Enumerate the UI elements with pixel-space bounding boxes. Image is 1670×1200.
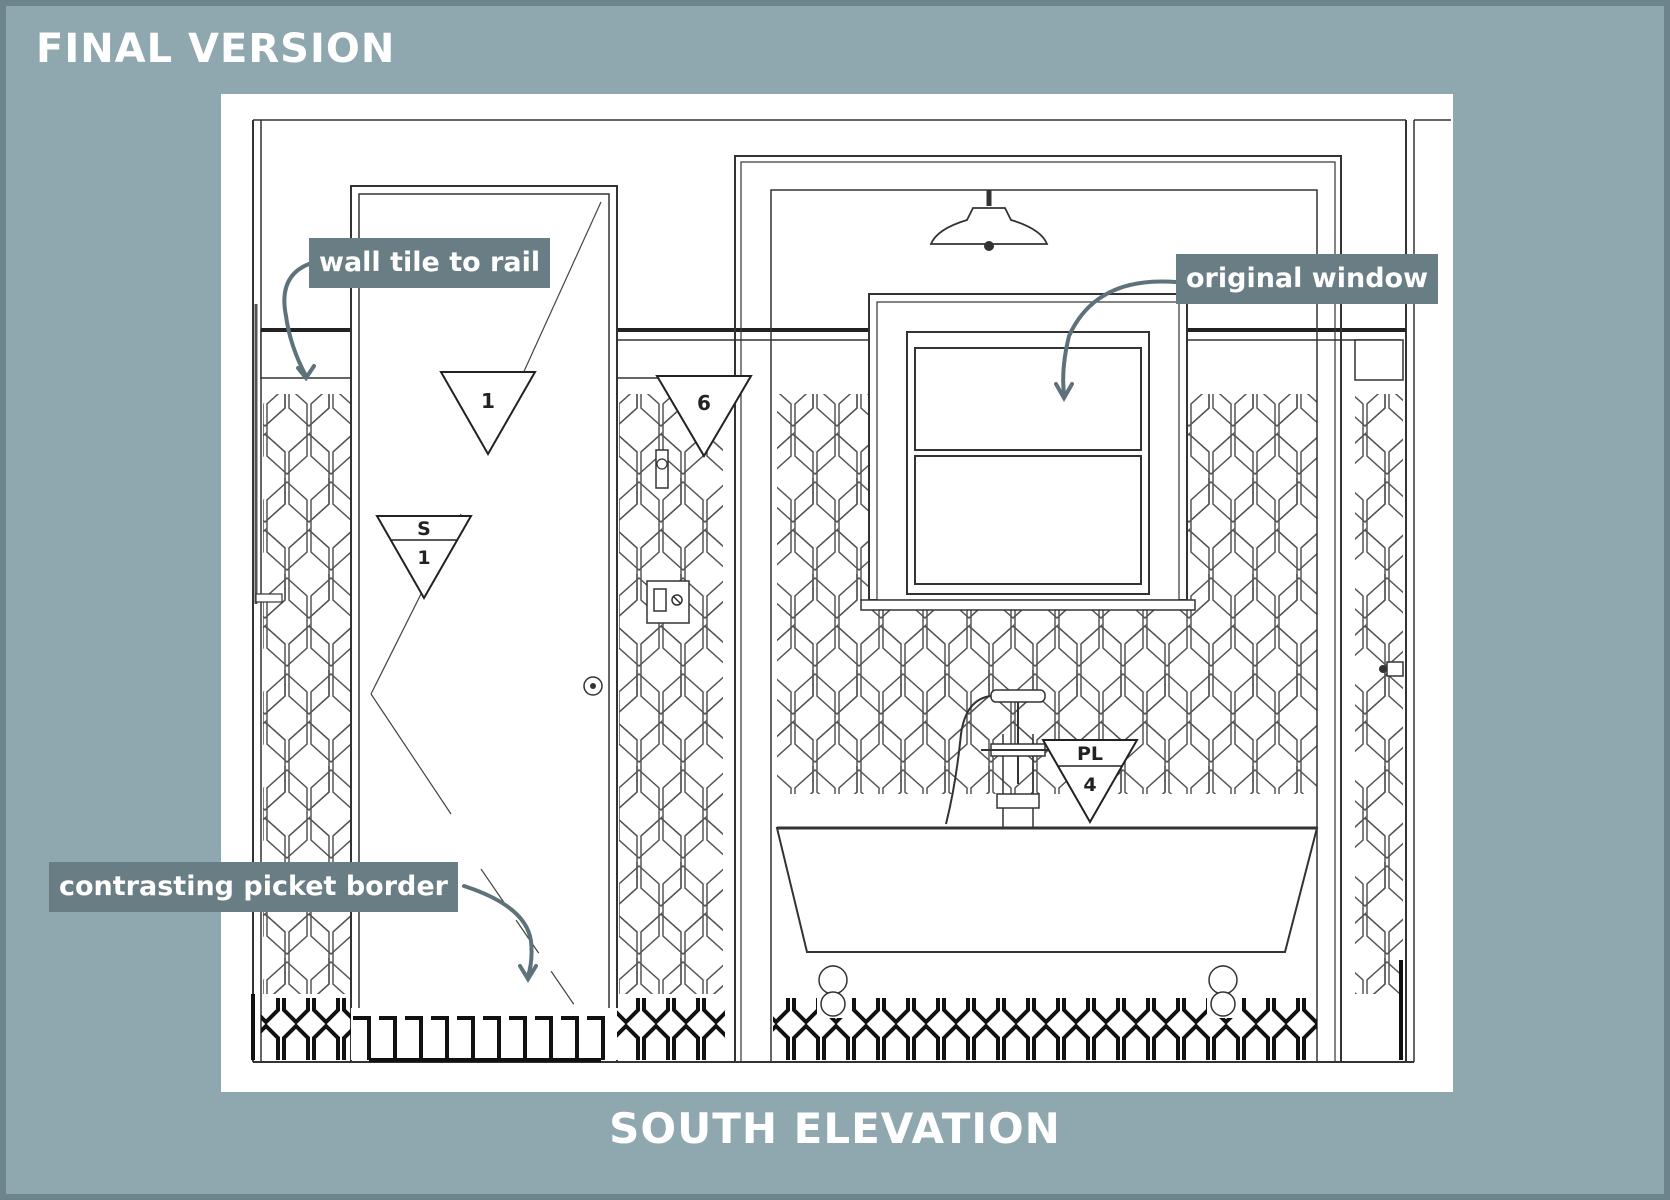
tag-6: 6	[655, 375, 753, 458]
tag-shower-bottom: 1	[417, 547, 430, 569]
callout-picket-border: contrasting picket border	[49, 862, 458, 912]
original-window	[860, 293, 1196, 611]
tag-plumbing-pl4: PL 4	[1041, 739, 1139, 825]
tag-6-label: 6	[697, 391, 711, 415]
bath-alcove	[734, 155, 1342, 1063]
drawing-caption: SOUTH ELEVATION	[609, 1104, 1061, 1153]
presentation-board: FINAL VERSION	[6, 6, 1664, 1194]
callout-wall-tile: wall tile to rail	[309, 238, 551, 288]
tag-plumbing-top: PL	[1077, 743, 1103, 765]
picket-border	[261, 965, 1317, 1062]
tag-plumbing-bottom: 4	[1083, 774, 1096, 796]
tag-door-1: 1	[439, 371, 537, 457]
wall-tile-middle	[619, 394, 723, 994]
towel-bar	[254, 304, 283, 604]
pendant-light	[929, 190, 1049, 251]
tag-shower-top: S	[417, 518, 431, 540]
board-title: FINAL VERSION	[36, 26, 396, 72]
tub-filler	[945, 689, 1055, 828]
callout-original-window: original window	[1176, 254, 1439, 304]
wall-tile-right	[1355, 394, 1403, 994]
tag-shower-s1: S 1	[375, 515, 473, 601]
wall-fixtures	[646, 449, 690, 624]
tag-door-1-label: 1	[481, 389, 495, 413]
door-stop	[251, 661, 1404, 1060]
door	[350, 185, 618, 1063]
